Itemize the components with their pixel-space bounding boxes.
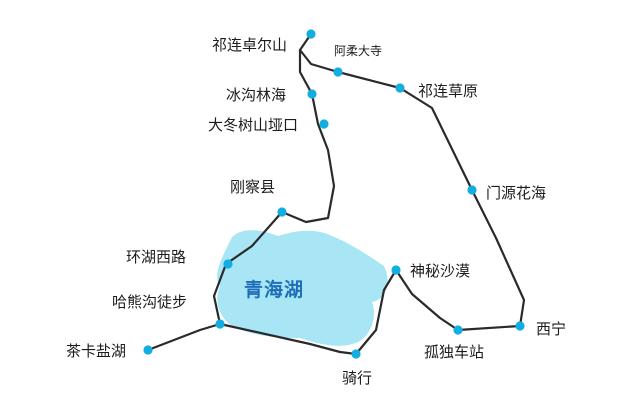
label-mystery-desert: 神秘沙漠 (410, 262, 471, 280)
label-haxiong-gully-hike: 哈熊沟徒步 (112, 293, 188, 311)
label-chaka-salt-lake: 茶卡盐湖 (66, 342, 127, 360)
stop-marker-lonely-station (453, 325, 463, 335)
stop-marker-menyuan-flowers (467, 185, 477, 195)
label-qilian-grassland: 祁连草原 (418, 82, 479, 100)
stop-marker-qilian-grassland (395, 83, 405, 93)
label-binggou-forest: 冰沟林海 (226, 86, 287, 104)
label-gangcha-county: 刚察县 (230, 178, 276, 196)
stop-marker-arou-temple (333, 67, 343, 77)
stop-marker-chaka-salt-lake (143, 345, 153, 355)
label-arou-temple: 阿柔大寺 (334, 44, 383, 58)
lake-name: 青海湖 (244, 279, 305, 301)
label-xining: 西宁 (536, 320, 567, 338)
stop-marker-dadongshu-pass (319, 119, 329, 129)
stop-marker-gangcha-county (277, 207, 287, 217)
stop-marker-xining (515, 321, 525, 331)
label-cycling: 骑行 (342, 369, 373, 387)
stop-markers (143, 29, 525, 359)
label-lonely-station: 孤独车站 (424, 343, 485, 361)
label-menyuan-flowers: 门源花海 (486, 184, 547, 202)
qinghai-lake-shape (217, 230, 388, 346)
stop-marker-lake-loop-road (223, 259, 233, 269)
stop-marker-qilian-zhuoer-mountain (306, 29, 316, 39)
label-qilian-zhuoer-mountain: 祁连卓尔山 (212, 36, 288, 54)
stop-marker-binggou-forest (307, 89, 317, 99)
label-dadongshu-pass: 大冬树山垭口 (208, 116, 299, 134)
label-lake-loop-road: 环湖西路 (126, 248, 187, 266)
lake-island-shape (349, 287, 374, 302)
stop-marker-mystery-desert (391, 265, 401, 275)
stop-marker-cycling (351, 349, 361, 359)
stop-marker-haxiong-gully-hike (215, 319, 225, 329)
